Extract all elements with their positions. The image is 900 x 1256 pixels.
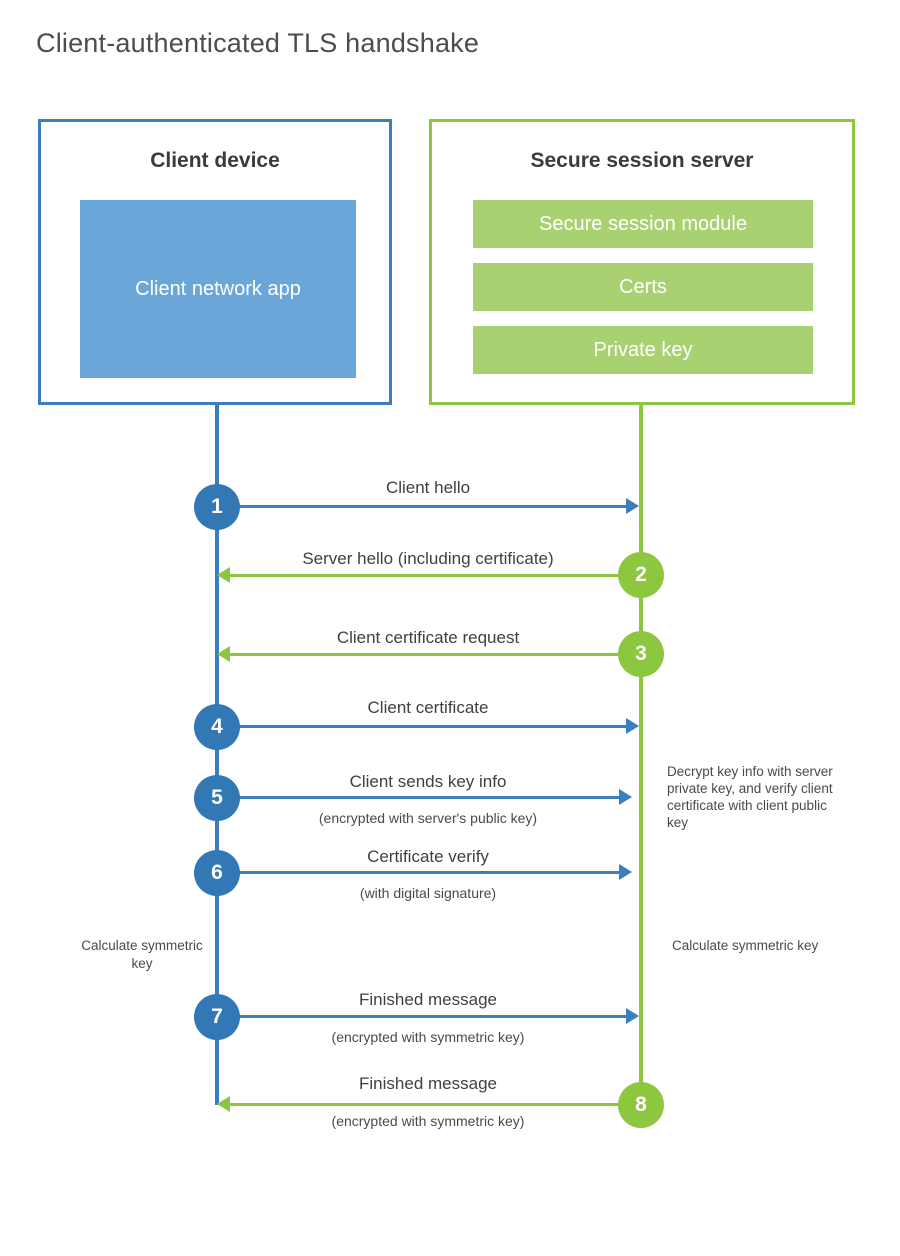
step-7-circle[interactable]: 7 — [194, 994, 240, 1040]
lifeline-client — [215, 405, 219, 1105]
step-1-label: Client hello — [385, 478, 471, 497]
step-8-circle[interactable]: 8 — [618, 1082, 664, 1128]
step-7-arrow-head — [626, 1008, 639, 1024]
step-7-arrow-line — [217, 1015, 626, 1018]
step-1-arrow-line — [217, 505, 626, 508]
server-component-label: Secure session module — [539, 212, 747, 235]
step-5-circle[interactable]: 5 — [194, 775, 240, 821]
step-3-circle[interactable]: 3 — [618, 631, 664, 677]
step-4-arrow-head — [626, 718, 639, 734]
client-network-app-label: Client network app — [135, 278, 301, 300]
step-3-label: Client certificate request — [336, 628, 520, 647]
lifeline-server — [639, 405, 643, 1105]
server-component-private-key: Private key — [473, 326, 813, 374]
step-8-arrow-head — [217, 1096, 230, 1112]
step-3-arrow-line — [230, 653, 641, 656]
step-8-label: Finished message — [359, 1074, 497, 1093]
step-4-label: Client certificate — [367, 698, 489, 717]
step-6-label: Certificate verify — [367, 847, 489, 866]
step-5-arrow-head — [619, 789, 632, 805]
client-network-app-block: Client network app — [80, 200, 356, 378]
step-4-circle[interactable]: 4 — [194, 704, 240, 750]
step-5-sublabel: (encrypted with server's public key) — [318, 810, 538, 826]
step-8-arrow-line — [230, 1103, 641, 1106]
step-1-circle[interactable]: 1 — [194, 484, 240, 530]
server-component-secure-session-module: Secure session module — [473, 200, 813, 248]
actor-title-server: Secure session server — [530, 149, 754, 172]
step-2-circle[interactable]: 2 — [618, 552, 664, 598]
actor-title-client: Client device — [150, 149, 280, 172]
step-6-sublabel: (with digital signature) — [359, 885, 497, 901]
step-2-label: Server hello (including certificate) — [302, 549, 554, 568]
step-1-arrow-head — [626, 498, 639, 514]
note-client-calculate-symmetric-key: Calculate symmetric key — [81, 938, 203, 971]
server-component-certs: Certs — [473, 263, 813, 311]
server-component-label: Certs — [619, 275, 667, 298]
step-7-label: Finished message — [359, 990, 497, 1009]
actor-box-server: Secure session server Secure session mod… — [429, 119, 855, 405]
step-8-sublabel: (encrypted with symmetric key) — [331, 1113, 525, 1129]
page-title: Client-authenticated TLS handshake — [36, 28, 480, 58]
note-server-decrypt: Decrypt key info with server private key… — [667, 764, 833, 830]
step-2-arrow-line — [230, 574, 641, 577]
step-3-arrow-head — [217, 646, 230, 662]
note-server-calculate-symmetric-key: Calculate symmetric key — [672, 938, 819, 953]
step-4-arrow-line — [217, 725, 626, 728]
step-2-arrow-head — [217, 567, 230, 583]
step-6-circle[interactable]: 6 — [194, 850, 240, 896]
actor-box-client: Client device Client network app — [38, 119, 392, 405]
step-6-arrow-head — [619, 864, 632, 880]
step-5-label: Client sends key info — [349, 772, 507, 791]
step-7-sublabel: (encrypted with symmetric key) — [331, 1029, 525, 1045]
step-5-arrow-line — [217, 796, 619, 799]
server-component-label: Private key — [593, 338, 693, 361]
step-6-arrow-line — [217, 871, 619, 874]
